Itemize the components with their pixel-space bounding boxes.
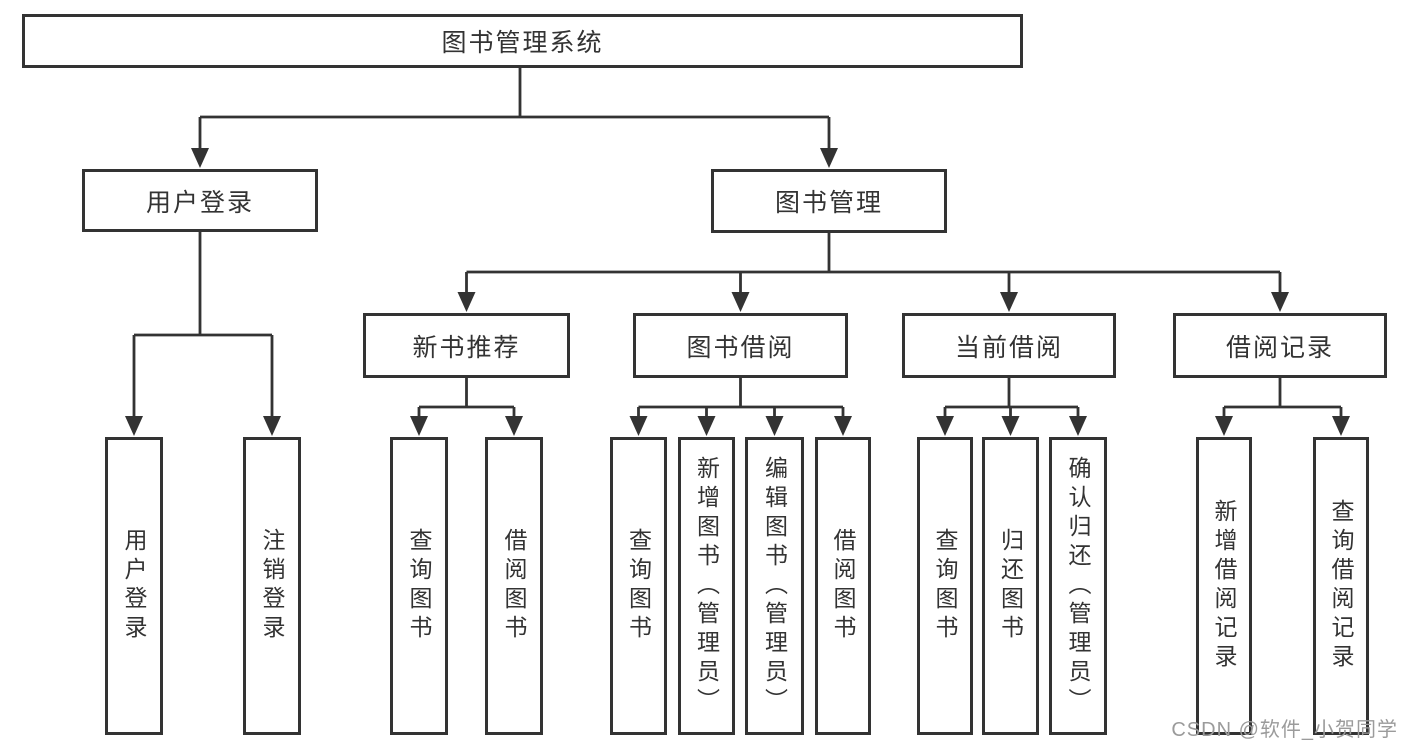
leaf-logout: 注销登录 [243, 437, 301, 735]
node-user-login: 用户登录 [82, 169, 318, 232]
node-book-borrow: 图书借阅 [633, 313, 848, 378]
leaf-current-return-books: 归还图书 [982, 437, 1039, 735]
node-book-management: 图书管理 [711, 169, 947, 233]
leaf-borrow-borrow-books: 借阅图书 [815, 437, 871, 735]
node-borrow-records: 借阅记录 [1173, 313, 1387, 378]
node-root: 图书管理系统 [22, 14, 1023, 68]
leaf-current-query-books: 查询图书 [917, 437, 973, 735]
arrowheads [125, 148, 1350, 436]
leaf-records-query-record: 查询借阅记录 [1313, 437, 1369, 735]
leaf-current-confirm-return-admin: 确认归还（管理员） [1049, 437, 1107, 735]
leaf-borrow-add-books-admin: 新增图书（管理员） [678, 437, 735, 735]
leaf-borrow-query-books: 查询图书 [610, 437, 667, 735]
leaf-user-login: 用户登录 [105, 437, 163, 735]
leaf-newbook-query-books: 查询图书 [390, 437, 448, 735]
node-current-borrow: 当前借阅 [902, 313, 1116, 378]
node-new-book-recommend: 新书推荐 [363, 313, 570, 378]
leaf-borrow-edit-books-admin: 编辑图书（管理员） [745, 437, 804, 735]
watermark: CSDN @软件_小贺同学 [1171, 719, 1398, 741]
leaf-records-add-record: 新增借阅记录 [1196, 437, 1252, 735]
leaf-newbook-borrow-books: 借阅图书 [485, 437, 543, 735]
